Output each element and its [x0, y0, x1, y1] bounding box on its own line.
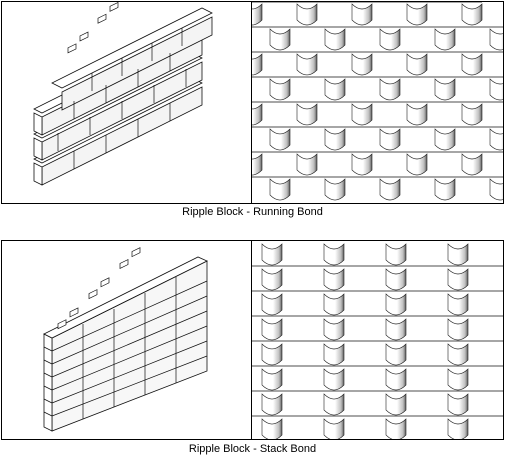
running-bond-elevation-panel [251, 1, 504, 204]
stack-bond-isometric-drawing [43, 247, 208, 432]
running-bond-caption: Ripple Block - Running Bond [182, 206, 323, 218]
stack-bond-caption: Ripple Block - Stack Bond [188, 443, 317, 455]
stack-bond-isometric-panel [1, 240, 252, 440]
stack-bond-elevation-panel [251, 240, 504, 440]
stack-bond-elevation-drawing [252, 243, 503, 439]
running-bond-isometric-drawing [33, 2, 213, 186]
running-bond-elevation-drawing [252, 2, 503, 201]
running-bond-isometric-panel [1, 1, 252, 204]
